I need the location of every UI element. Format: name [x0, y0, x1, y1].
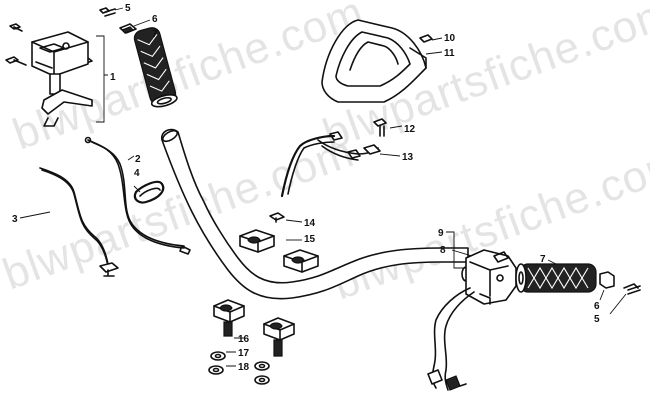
brake-cable-group	[280, 118, 403, 198]
watermarks: blwpartsfiche.com blwpartsfiche.com blwp…	[0, 0, 650, 309]
callout-9: 9	[438, 228, 444, 239]
callout-7-right: 7	[540, 254, 546, 265]
risers	[208, 299, 295, 385]
callout-13: 13	[402, 152, 414, 163]
callout-4: 4	[134, 168, 140, 179]
callout-17: 17	[238, 348, 250, 359]
callout-11: 11	[444, 48, 455, 59]
callout-18: 18	[238, 362, 250, 373]
watermark-1: blwpartsfiche.com	[7, 0, 371, 159]
callout-15: 15	[304, 234, 316, 245]
handlebar-shroud	[321, 19, 443, 103]
callout-6-right: 6	[594, 301, 600, 312]
callout-14: 14	[304, 218, 316, 229]
callout-2: 2	[135, 154, 141, 165]
cables-group	[19, 136, 191, 277]
callout-5-top: 5	[125, 3, 131, 14]
callout-labels: 1 2 3 4 5 6 7 8 9 10 11 12 13 14 15 16 1…	[12, 3, 600, 373]
switch-housing-assembly	[427, 231, 517, 391]
callout-1: 1	[110, 72, 116, 83]
callout-5-right: 5	[594, 314, 600, 325]
right-grip-group	[515, 259, 641, 315]
callout-16: 16	[238, 334, 250, 345]
callout-12: 12	[404, 124, 416, 135]
throttle-housing-assembly	[5, 23, 108, 127]
callout-8: 8	[440, 245, 446, 256]
callout-7-top: 7	[152, 29, 158, 40]
callout-3: 3	[12, 214, 18, 225]
callout-10: 10	[444, 33, 456, 44]
left-grip-group	[99, 7, 178, 108]
upper-clamps	[239, 212, 319, 273]
callout-6-top: 6	[152, 14, 158, 25]
